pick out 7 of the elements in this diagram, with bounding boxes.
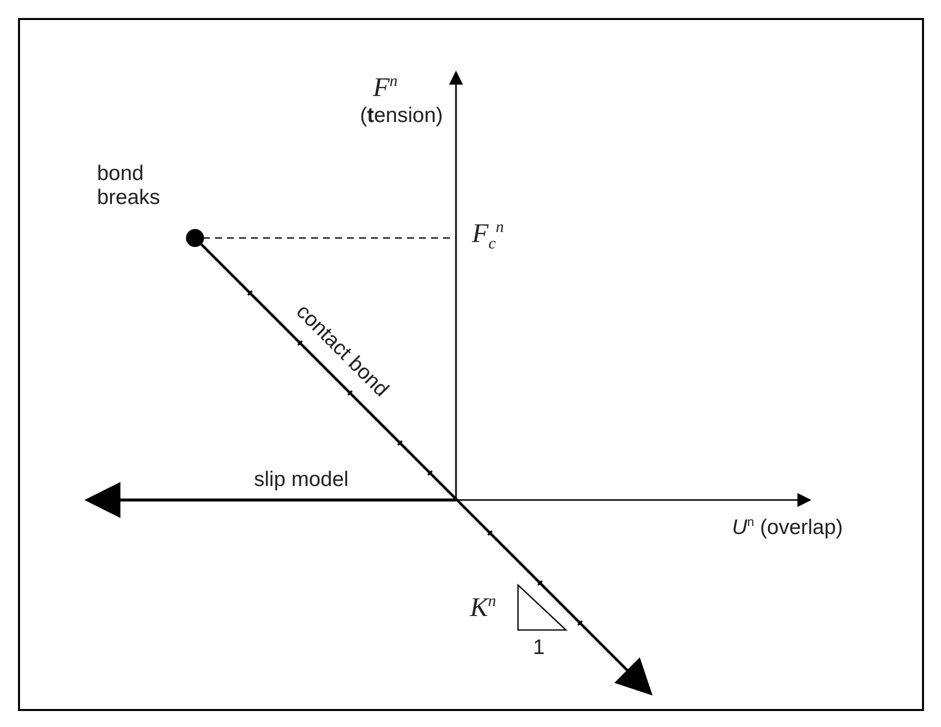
line-label: slip model (254, 468, 349, 492)
stiffness-label: K$^{n}$ (470, 592, 496, 624)
slope-label: 1 (533, 636, 545, 660)
annotation: bond breaks (97, 162, 162, 210)
axis-label: U$^{n}$ (overlap) (732, 515, 843, 540)
force-axis-label: F$^{n}$ (373, 72, 398, 104)
axis-label: (tension) (360, 104, 443, 128)
